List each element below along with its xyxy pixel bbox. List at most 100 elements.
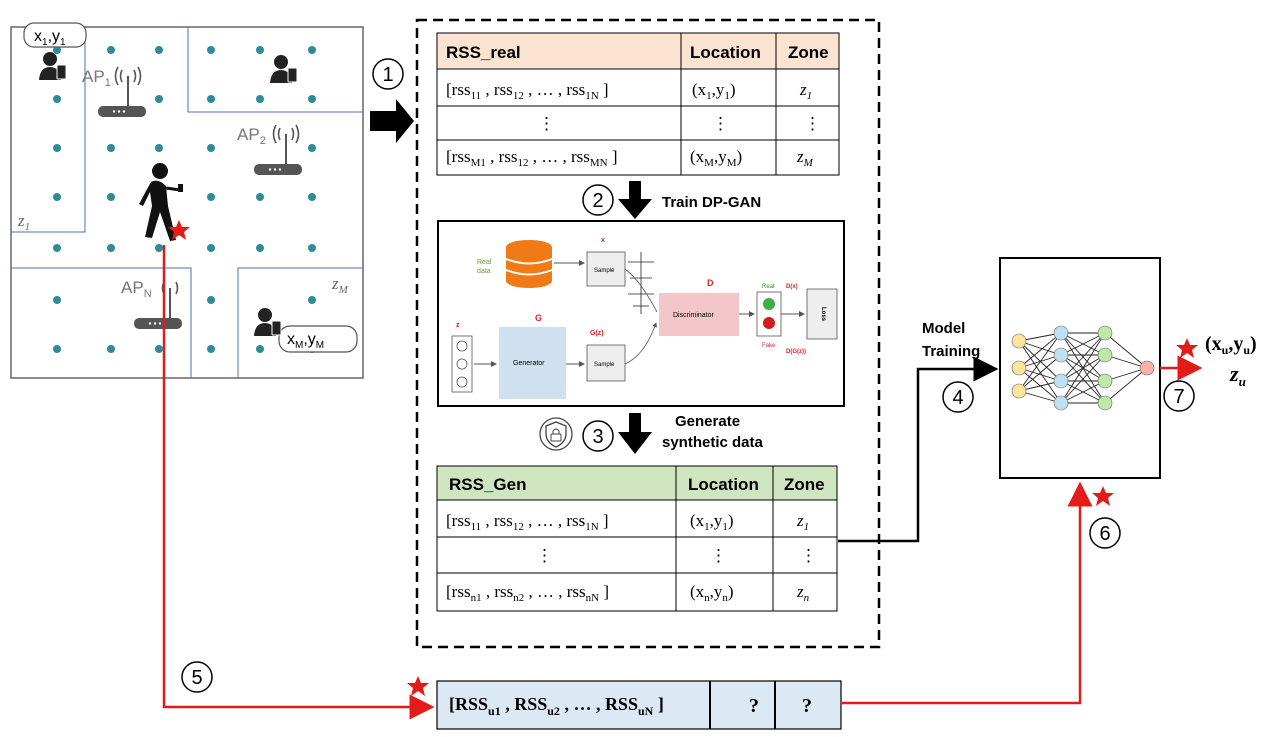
nn-connection: [1018, 367, 1062, 404]
ap1-label: AP1: [82, 67, 111, 89]
real-rowM-location: (xM,yM): [690, 147, 742, 169]
output-location: (xu,yu): [1205, 333, 1257, 357]
floor-dot: [207, 345, 215, 353]
floor-dot: [256, 95, 264, 103]
floor-dot: [155, 345, 163, 353]
locM-bubble: [278, 325, 358, 353]
query-zone-unknown: ?: [802, 695, 812, 717]
discriminator-box: [659, 293, 739, 336]
step7-circle: [1163, 380, 1195, 412]
nn-connection: [1018, 340, 1062, 382]
zone1-label: z1: [17, 211, 30, 233]
gen-row1-zone: z1: [796, 511, 809, 533]
svg-text:⋮: ⋮: [538, 114, 555, 133]
nn-connection: [1104, 367, 1148, 382]
floor-dot: [207, 144, 215, 152]
nn-node: [1097, 373, 1113, 389]
loss-box: [806, 288, 838, 340]
person-phone-icon: [254, 308, 282, 336]
svg-text:Fake: Fake: [762, 343, 776, 349]
user-star-icon: [168, 220, 190, 240]
nn-connection: [1104, 354, 1148, 369]
sample-real-box: [586, 251, 626, 287]
svg-text:Real: Real: [762, 284, 774, 290]
floor-dot: [155, 95, 163, 103]
nn-connection: [1018, 340, 1062, 356]
nn-connection: [1018, 332, 1062, 369]
walking-user-icon: [139, 163, 183, 241]
svg-text:D(x): D(x): [786, 284, 798, 290]
svg-text:x: x: [601, 237, 605, 244]
loc1-bubble: [23, 22, 87, 48]
svg-text:⋮: ⋮: [712, 114, 729, 133]
svg-text:Sample: Sample: [594, 362, 615, 368]
floor-dot: [107, 193, 115, 201]
gen-rowN-zone: zn: [796, 582, 810, 604]
floor-dot: [107, 345, 115, 353]
floor-dot: [207, 193, 215, 201]
inference-connector: [842, 481, 1093, 705]
query-star-icon: [407, 676, 429, 696]
person-phone-icon: [270, 55, 298, 83]
floor-dot: [256, 244, 264, 252]
query-location-unknown: ?: [749, 695, 759, 717]
floor-walls: [11, 27, 363, 378]
svg-text:Loss: Loss: [820, 307, 826, 322]
nn-connection: [1018, 367, 1062, 382]
training-connector: [838, 356, 999, 543]
svg-text:⋮: ⋮: [536, 546, 553, 565]
gen-header-zone: Zone: [784, 475, 825, 494]
query-row: [436, 680, 842, 730]
floor-dot: [53, 144, 61, 152]
svg-text:Discriminator: Discriminator: [673, 312, 715, 319]
floor-dot: [256, 193, 264, 201]
step1-arrow: [370, 99, 414, 143]
output-star-icon: [1176, 338, 1198, 358]
nn-node: [1011, 333, 1027, 349]
database-icon: [505, 240, 553, 288]
svg-text:D: D: [707, 278, 714, 288]
floor-dot: [256, 345, 264, 353]
ap1-router: [98, 66, 146, 117]
neural-network-icon: [1011, 325, 1155, 411]
floor-dot: [308, 144, 316, 152]
sample-gen-box: [586, 344, 626, 382]
gen-header-rss: RSS_Gen: [449, 475, 526, 494]
floor-dot: [107, 244, 115, 252]
nn-connection: [1104, 367, 1148, 404]
nn-connection: [1018, 340, 1062, 404]
real-rowM-zone: zM: [796, 147, 814, 169]
floor-dot: [207, 46, 215, 54]
real-header-zone: Zone: [788, 43, 829, 62]
floor-dot: [155, 144, 163, 152]
nn-connection: [1018, 354, 1062, 392]
train-label: Train DP-GAN: [662, 194, 761, 211]
floor-dot: [53, 193, 61, 201]
nn-connection: [1060, 380, 1106, 404]
apN-router: [134, 281, 182, 329]
nn-node: [1011, 383, 1027, 399]
output-zone: zu: [1229, 361, 1246, 389]
svg-text:4: 4: [952, 387, 963, 409]
nn-node: [1097, 395, 1113, 411]
floor-dot: [107, 46, 115, 54]
query-rss: [RSSu1 , RSSu2 , … , RSSuN ]: [449, 694, 664, 718]
svg-text:data: data: [477, 268, 491, 275]
svg-text:3: 3: [592, 426, 603, 448]
real-rowM-rss: [rssM1 , rss12 , … , rssMN ]: [446, 147, 618, 169]
svg-text:7: 7: [1173, 386, 1184, 408]
svg-text:G(z): G(z): [590, 330, 604, 337]
gen-header-location: Location: [688, 475, 759, 494]
step4-circle: [942, 381, 974, 413]
loc1-text: x1,y1: [34, 28, 66, 48]
nn-node: [1053, 395, 1069, 411]
real-green-dot: [763, 298, 775, 310]
real-header-location: Location: [690, 43, 761, 62]
zoneM-label: zM: [331, 274, 349, 296]
real-header-rss: RSS_real: [446, 43, 521, 62]
svg-text:D(G(z)): D(G(z)): [786, 349, 806, 355]
floor-dot: [207, 296, 215, 304]
model-label-1: Model: [922, 320, 965, 337]
svg-text:z: z: [456, 322, 460, 329]
